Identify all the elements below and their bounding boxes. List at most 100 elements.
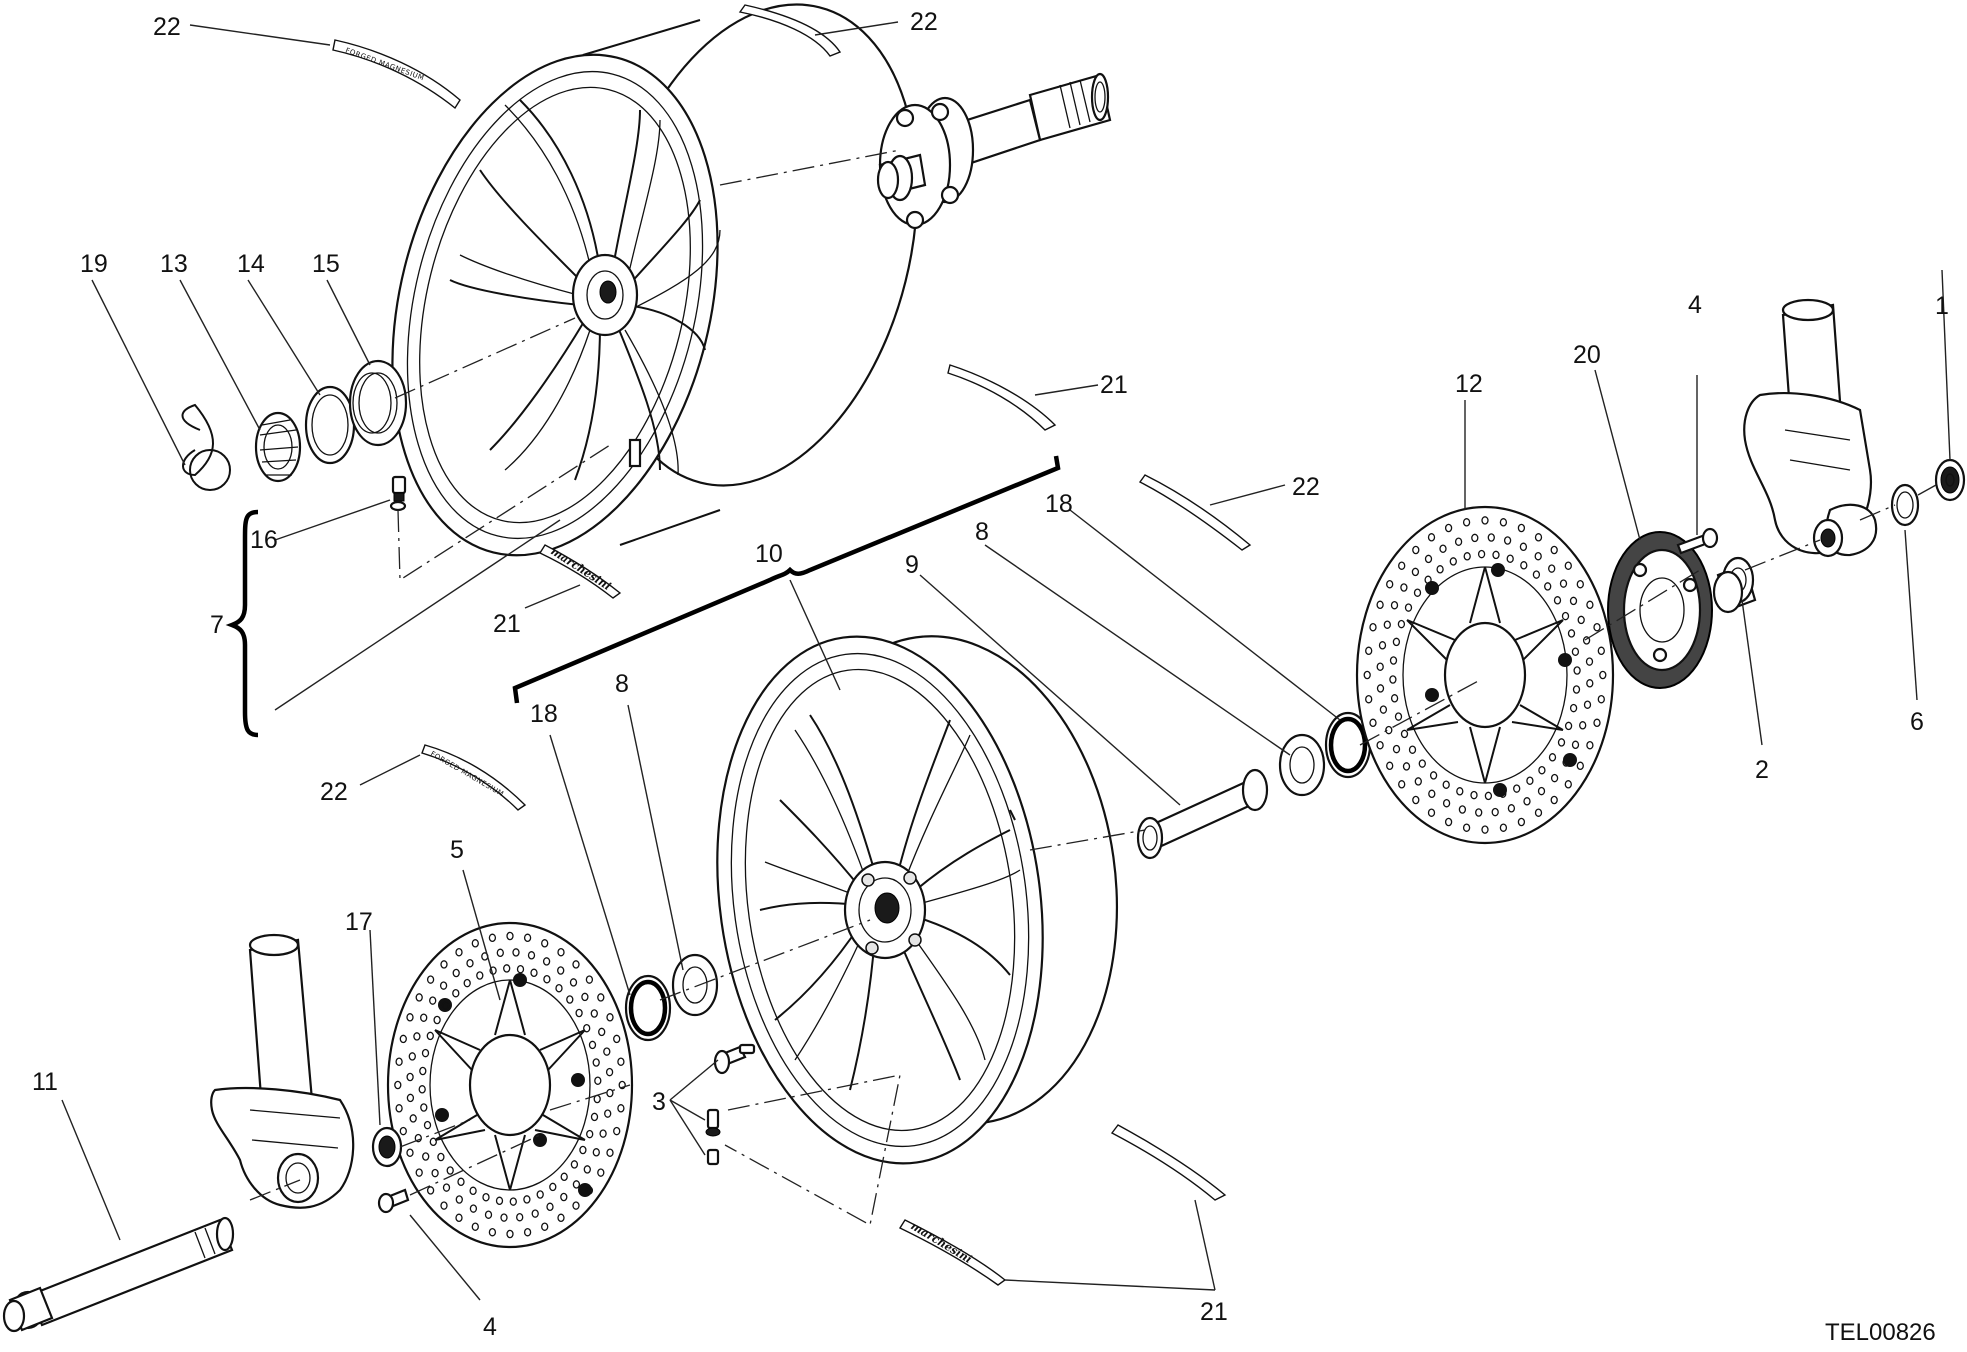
disc-hole — [586, 1129, 594, 1139]
callout-19: 19 — [80, 250, 108, 278]
callout-8: 8 — [975, 518, 989, 546]
callout-9: 9 — [905, 551, 919, 579]
rear-hub-flange — [876, 72, 1112, 230]
rear-left-spacers — [181, 359, 408, 491]
disc-hole — [516, 1212, 524, 1222]
disc-hole — [1414, 777, 1422, 786]
disc-hole — [536, 1190, 544, 1199]
disc-hole — [606, 1013, 614, 1022]
decal-text: FORGED MAGNESIUM — [344, 46, 425, 82]
disc-hole — [1439, 544, 1447, 553]
disc-hole — [469, 1186, 477, 1196]
disc-hole — [618, 1080, 626, 1090]
callout-1: 1 — [1935, 292, 1949, 320]
disc-hole — [1544, 582, 1552, 591]
disc-hole — [1582, 636, 1591, 645]
disc-hole — [585, 975, 594, 984]
disc-hole — [541, 1222, 549, 1231]
disc-hole — [572, 1201, 580, 1210]
disc-hole — [1586, 679, 1594, 688]
disc-hole — [1402, 762, 1411, 771]
disc-hole — [583, 1165, 591, 1174]
disc-hole — [466, 958, 474, 968]
disc-hole — [1579, 721, 1587, 730]
disc-hole — [1369, 622, 1377, 632]
disc-hole — [1470, 790, 1478, 800]
disc-hole — [581, 992, 589, 1002]
disc-hole — [605, 1067, 614, 1077]
disc-hole — [1481, 516, 1489, 525]
disc-hole — [557, 966, 565, 975]
disc-hole — [1369, 718, 1377, 728]
disc-hole — [606, 1088, 614, 1098]
disc-hole — [555, 983, 563, 993]
disc-hole — [1427, 808, 1436, 817]
disc-hole — [1392, 637, 1401, 647]
disc-hole — [1571, 647, 1580, 656]
disc-hole — [1408, 745, 1417, 754]
disc-hole — [604, 1109, 612, 1118]
brake-disc-left — [386, 921, 634, 1249]
disc-hole — [557, 1213, 565, 1223]
fork-leg-right — [1743, 298, 1878, 558]
disc-hole — [1378, 641, 1387, 650]
disc-hole — [1550, 545, 1558, 555]
callout-14: 14 — [237, 250, 265, 278]
disc-hole — [1506, 554, 1514, 563]
nut-1 — [1934, 458, 1966, 502]
disc-hole — [395, 1104, 403, 1113]
callout-4: 4 — [483, 1313, 497, 1341]
disc-hole — [1513, 784, 1521, 793]
valves-3 — [705, 1043, 756, 1166]
callout-11: 11 — [32, 1068, 58, 1096]
disc-hole — [523, 1227, 532, 1237]
disc-hole — [426, 1186, 435, 1195]
disc-hole — [1463, 552, 1471, 561]
callout-15: 15 — [312, 250, 340, 278]
disc-hole — [1499, 823, 1508, 832]
disc-hole — [1583, 700, 1592, 709]
callout-6: 6 — [1910, 708, 1924, 736]
disc-hole — [482, 1192, 490, 1202]
centerlines — [249, 149, 1937, 1226]
disc-hole — [406, 1093, 415, 1103]
disc-hole — [429, 1137, 437, 1147]
disc-hole — [541, 939, 549, 948]
disc-hole — [420, 1103, 428, 1112]
disc-hole — [543, 974, 551, 984]
disc-hole — [1597, 646, 1605, 656]
disc-hole — [455, 1195, 463, 1204]
disc-hole — [406, 1148, 414, 1157]
disc-hole — [1379, 705, 1388, 714]
disc-hole — [1481, 825, 1489, 834]
decal-21-top — [947, 364, 1057, 431]
disc-hole — [1424, 554, 1433, 564]
decal-marchesini-bottom: marchesini — [898, 1219, 1007, 1286]
disc-hole — [1538, 765, 1546, 775]
decal-forged-magnesium-top: FORGED MAGNESIUM — [332, 39, 461, 110]
disc-hole — [592, 1148, 600, 1157]
disc-hole — [1471, 533, 1479, 543]
callout-22: 22 — [153, 13, 181, 41]
disc-hole — [433, 1015, 441, 1025]
disc-hole — [421, 1048, 430, 1058]
disc-hole — [395, 1057, 403, 1066]
washer-6 — [1890, 483, 1920, 527]
disc-hole — [441, 1001, 450, 1010]
disc-hole — [575, 1008, 583, 1018]
disc-hole — [606, 1148, 614, 1157]
callout-3: 3 — [652, 1088, 666, 1116]
disc-hole — [613, 1126, 621, 1136]
disc-hole — [1507, 804, 1516, 813]
disc-hole — [1586, 600, 1594, 610]
disc-hole — [1365, 646, 1373, 656]
disc-hole — [426, 1031, 434, 1041]
disc-hole — [1599, 670, 1607, 680]
disc-hole — [1550, 773, 1559, 783]
disc-hole — [503, 964, 511, 973]
disc-hole — [599, 1129, 607, 1138]
disc-hole — [590, 1009, 598, 1018]
disc-hole — [476, 971, 484, 980]
front-spacer-bearings — [624, 711, 1372, 1042]
